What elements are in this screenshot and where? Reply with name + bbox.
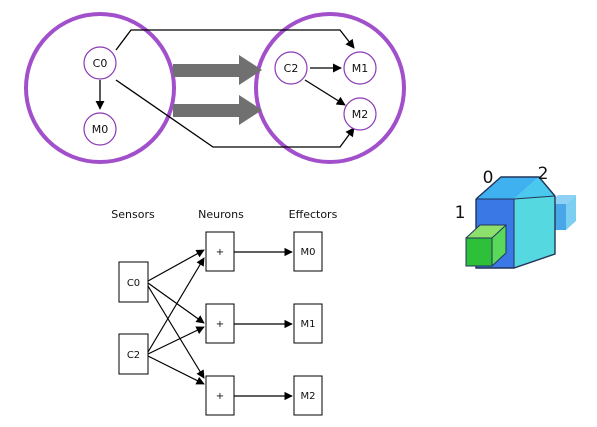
- cube-label-top: 0: [483, 168, 494, 188]
- neuron-label-2: +: [216, 391, 224, 402]
- transfer-arrow-top: [173, 55, 262, 85]
- header-sensors: Sensors: [111, 208, 155, 221]
- node-c2: C2: [274, 51, 308, 85]
- node-m1-label: M1: [352, 62, 369, 75]
- right-group-ring: [254, 12, 406, 164]
- cube-icon: 0 1 2: [455, 164, 576, 269]
- header-effectors: Effectors: [289, 208, 338, 221]
- effector-box-m2: M2: [293, 375, 323, 416]
- conn-c2-n2: [147, 355, 205, 385]
- neuron-label-1: +: [216, 319, 224, 330]
- conn-c2-n1: [147, 326, 205, 355]
- neuron-box-1: +: [205, 303, 235, 344]
- effector-box-m1: M1: [293, 303, 323, 344]
- sensor-label-c2: C2: [127, 350, 140, 361]
- top-diagram: C0 M0 C2 M1 M2: [24, 12, 406, 164]
- left-group-ring: [24, 12, 176, 164]
- edge-c0-m1: [115, 29, 355, 51]
- conn-c0-n1: [147, 282, 205, 324]
- node-m0-label: M0: [92, 123, 109, 136]
- cube-label-right: 2: [538, 164, 549, 184]
- sensor-box-c2: C2: [118, 333, 149, 375]
- transfer-arrow-bottom: [173, 95, 262, 125]
- small-green-cube: [465, 224, 507, 267]
- neuron-box-2: +: [205, 375, 235, 416]
- conn-c2-n0: [147, 257, 205, 353]
- cube-label-left: 1: [455, 203, 466, 223]
- effector-label-m0: M0: [301, 247, 316, 258]
- node-c0-label: C0: [93, 57, 108, 70]
- edge-c2-m2: [304, 79, 346, 106]
- header-neurons: Neurons: [198, 208, 244, 221]
- sensor-box-c0: C0: [118, 261, 149, 303]
- node-c2-label: C2: [284, 62, 299, 75]
- conn-c0-n2: [147, 285, 205, 379]
- network-diagram: Sensors Neurons Effectors C0 C2 + +: [111, 208, 338, 416]
- node-m2-label: M2: [352, 108, 369, 121]
- effector-label-m2: M2: [301, 391, 316, 402]
- node-m2: M2: [343, 97, 377, 131]
- neuron-label-0: +: [216, 247, 224, 258]
- node-c0: C0: [83, 46, 117, 80]
- neuron-box-0: +: [205, 231, 235, 272]
- sensor-label-c0: C0: [127, 278, 140, 289]
- node-m1: M1: [343, 51, 377, 85]
- node-m0: M0: [83, 112, 117, 146]
- effector-label-m1: M1: [301, 319, 316, 330]
- conn-c0-n0: [147, 249, 205, 282]
- effector-box-m0: M0: [293, 231, 323, 272]
- edge-c0-m2: [115, 79, 355, 148]
